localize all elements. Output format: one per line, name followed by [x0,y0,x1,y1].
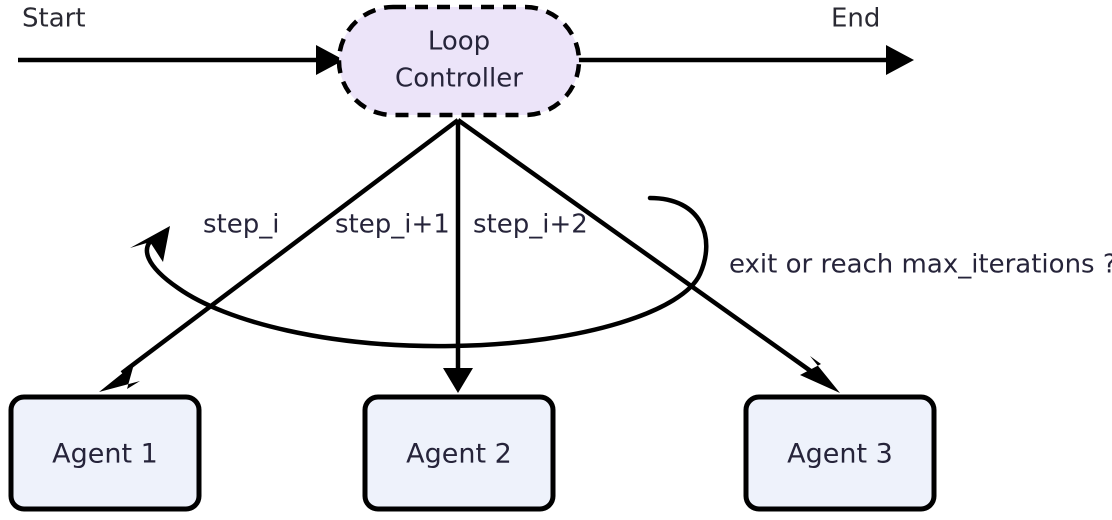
end-edge-arrowhead [886,45,914,75]
start-edge-arrowhead [316,45,344,75]
node-loop-controller[interactable] [336,4,582,118]
agent-3-label: Agent 3 [787,439,893,470]
edge-controller-to-agent-1 [99,118,460,392]
agent-1-edge-arrowhead [99,364,140,392]
agent-2-shape[interactable] [362,394,556,512]
agent-2-edge-arrowhead [443,368,473,393]
feedback-loop-path [144,195,709,349]
start-label: Start [22,3,86,33]
agent-1-shape[interactable] [8,394,202,512]
agent-1-label: Agent 1 [52,439,158,470]
end-label: End [831,3,880,33]
edge-label-step-i-plus-2: step_i+2 [473,210,588,240]
edge-label-feedback: exit or reach max_iterations ? [729,250,1112,280]
agent-3-shape[interactable] [743,394,937,512]
feedback-loop-arrowhead [130,226,170,262]
edge-feedback-loop [130,195,709,349]
loop-controller-shape[interactable] [336,4,582,118]
node-agent-3[interactable] [743,394,937,512]
agent-3-edge-arrowhead [800,356,840,393]
loop-controller-label-line2: Controller [395,64,523,94]
edge-start-to-controller [18,45,344,75]
agent-3-edge-line [456,118,814,374]
edge-label-step-i-plus-1: step_i+1 [335,210,450,240]
edge-controller-to-end [578,45,914,75]
node-agent-2[interactable] [362,394,556,512]
edge-controller-to-agent-2 [443,120,473,393]
edge-label-step-i: step_i [203,210,279,240]
node-agent-1[interactable] [8,394,202,512]
agent-1-edge-line [120,118,460,375]
agent-2-label: Agent 2 [406,439,512,470]
loop-controller-label-line1: Loop [428,27,490,57]
edge-controller-to-agent-3 [456,118,840,393]
